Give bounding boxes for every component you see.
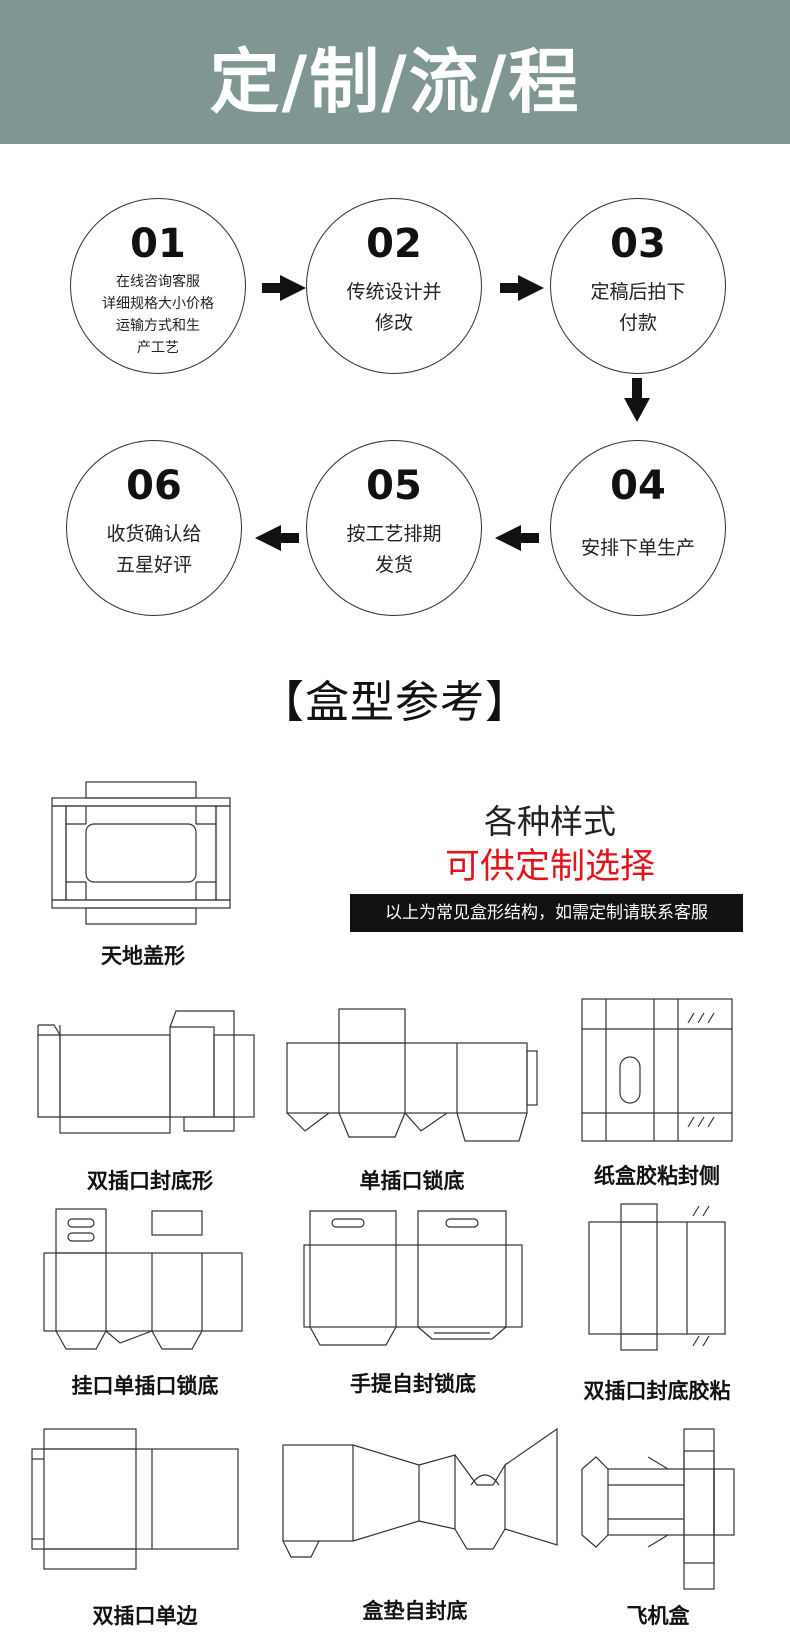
box-diagram-guakou-danchakou bbox=[43, 1208, 243, 1350]
arrow-right-icon bbox=[262, 275, 306, 301]
step-text: 收货确认给 五星好评 bbox=[85, 519, 223, 581]
box-diagram-shuangchakou-fengdi bbox=[37, 1010, 255, 1134]
box-label: 挂口单插口锁底 bbox=[71, 1374, 219, 1398]
step-text: 定稿后拍下 付款 bbox=[569, 277, 707, 339]
box-diagram-feijihe bbox=[581, 1428, 735, 1590]
box-label: 盒垫自封底 bbox=[362, 1599, 468, 1623]
step-number: 03 bbox=[610, 221, 666, 267]
step-text-line: 定稿后拍下 bbox=[590, 281, 686, 303]
step-circle-02: 02 传统设计并 修改 bbox=[306, 198, 482, 374]
box-label: 纸盒胶粘封侧 bbox=[594, 1164, 720, 1188]
box-diagram-shuangchakou-danbian bbox=[31, 1428, 239, 1570]
step-text: 在线咨询客服 详细规格大小价格 运输方式和生 产工艺 bbox=[89, 271, 227, 359]
box-label: 双插口封底形 bbox=[87, 1169, 213, 1193]
note-contact-bar: 以上为常见盒形结构，如需定制请联系客服 bbox=[350, 894, 743, 932]
box-diagram-danchakou-suodi bbox=[286, 1008, 538, 1142]
note-headline: 各种样式 bbox=[484, 802, 616, 841]
arrow-down-icon bbox=[624, 378, 650, 422]
note-subheadline: 可供定制选择 bbox=[444, 847, 655, 887]
box-diagram-shuangchakou-jiaozhan bbox=[588, 1203, 726, 1351]
step-circle-05: 05 按工艺排期 发货 bbox=[306, 440, 482, 616]
step-number: 05 bbox=[366, 463, 422, 509]
step-text-line: 运输方式和生 bbox=[116, 318, 200, 334]
box-diagram-shouti-zifeng bbox=[303, 1210, 523, 1346]
step-number: 01 bbox=[130, 221, 186, 267]
arrow-left-icon bbox=[495, 525, 539, 551]
step-text-line: 传统设计并 bbox=[346, 281, 442, 303]
box-label: 双插口单边 bbox=[92, 1604, 198, 1628]
step-text-line: 五星好评 bbox=[115, 554, 192, 576]
step-circle-04: 04 安排下单生产 bbox=[550, 440, 726, 616]
section-title: 【盒型参考】 bbox=[260, 677, 530, 728]
step-circle-06: 06 收货确认给 五星好评 bbox=[66, 440, 242, 616]
step-text-line: 安排下单生产 bbox=[580, 537, 695, 559]
step-text-line: 详细规格大小价格 bbox=[102, 296, 214, 312]
step-circle-03: 03 定稿后拍下 付款 bbox=[550, 198, 726, 374]
box-label: 天地盖形 bbox=[101, 944, 185, 968]
header-banner: 定/制/流/程 bbox=[0, 0, 790, 144]
arrow-right-icon bbox=[500, 275, 544, 301]
step-text: 按工艺排期 发货 bbox=[325, 519, 463, 581]
box-label: 飞机盒 bbox=[626, 1604, 690, 1628]
page-title: 定/制/流/程 bbox=[209, 41, 581, 123]
box-label: 手提自封锁底 bbox=[350, 1372, 476, 1396]
step-circle-01: 01 在线咨询客服 详细规格大小价格 运输方式和生 产工艺 bbox=[70, 198, 246, 374]
step-text-line: 按工艺排期 bbox=[346, 523, 442, 545]
step-text-line: 付款 bbox=[618, 312, 657, 334]
box-label: 双插口封底胶粘 bbox=[583, 1379, 731, 1403]
step-text-line: 修改 bbox=[374, 312, 413, 334]
step-text-line: 收货确认给 bbox=[106, 523, 202, 545]
step-number: 02 bbox=[366, 221, 422, 267]
step-text-line: 产工艺 bbox=[137, 340, 179, 356]
box-label: 单插口锁底 bbox=[359, 1169, 465, 1193]
box-diagram-hedian-zifeng bbox=[282, 1427, 558, 1558]
box-diagram-zhihe-jiaozhan bbox=[581, 998, 733, 1142]
step-text: 传统设计并 修改 bbox=[325, 277, 463, 339]
step-number: 06 bbox=[126, 463, 182, 509]
arrow-left-icon bbox=[255, 525, 299, 551]
step-text: 安排下单生产 bbox=[569, 533, 707, 564]
step-number: 04 bbox=[610, 463, 666, 509]
box-diagram-tiandigai bbox=[51, 781, 231, 925]
step-text-line: 在线咨询客服 bbox=[116, 274, 200, 290]
step-text-line: 发货 bbox=[374, 554, 413, 576]
